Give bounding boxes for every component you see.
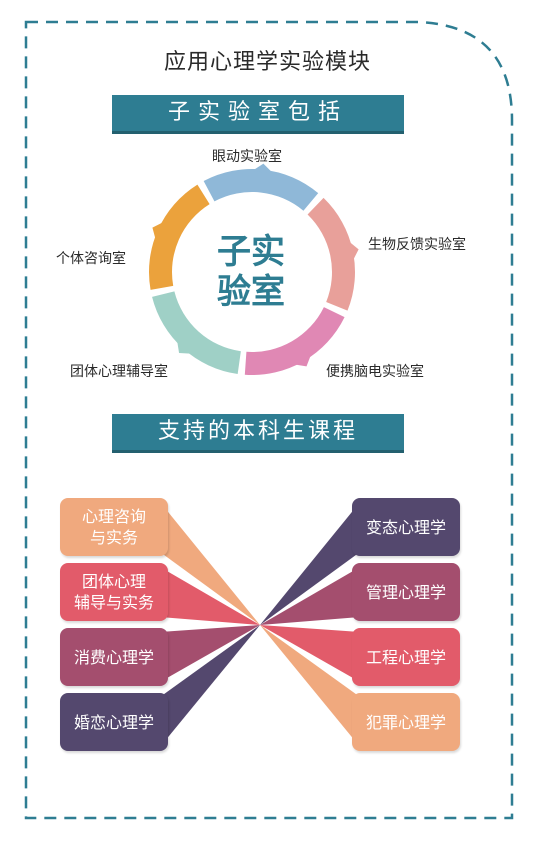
course-left-1-line1: 心理咨询 <box>81 507 146 526</box>
course-left-4-line1: 婚恋心理学 <box>73 712 154 732</box>
course-left-3-line1: 消费心理学 <box>73 647 154 667</box>
course-left-3: 消费心理学 <box>60 628 168 686</box>
ring-segment-group-counseling <box>152 291 241 374</box>
course-right-1-label: 变态心理学 <box>365 517 446 537</box>
course-left-1: 心理咨询与实务 <box>60 498 168 556</box>
lab-label-eye-tracking: 眼动实验室 <box>212 149 282 165</box>
course-right-2: 管理心理学 <box>352 563 460 621</box>
sub-labs-banner: 子实验室包括 <box>112 95 404 131</box>
course-left-2-line2: 辅导与实务 <box>73 593 154 612</box>
ring-pointer-portable-eeg <box>293 353 312 367</box>
ring-pointer-group-counseling <box>176 339 193 354</box>
ribbon-left-1 <box>160 502 260 625</box>
ring-center-line2: 验室 <box>217 272 285 312</box>
ribbon-right-1 <box>260 502 360 625</box>
ring-center-line1: 子实 <box>217 232 285 272</box>
ring-pointer-biofeedback <box>348 240 359 262</box>
ring-center-label: 子实 验室 <box>195 232 307 312</box>
course-right-1: 变态心理学 <box>352 498 460 556</box>
course-left-2-line1: 团体心理 <box>81 572 146 591</box>
course-right-3-label: 工程心理学 <box>365 647 446 667</box>
lab-label-group-counseling: 团体心理辅导室 <box>70 364 168 380</box>
lab-label-individual-counseling: 个体咨询室 <box>56 251 126 267</box>
courses-banner: 支持的本科生课程 <box>112 414 404 450</box>
lab-label-portable-eeg: 便携脑电实验室 <box>326 364 424 380</box>
ribbon-right-3 <box>260 625 360 682</box>
course-right-2-label: 管理心理学 <box>365 582 446 602</box>
page-title: 应用心理学实验模块 <box>163 50 371 75</box>
ribbon-right-2 <box>260 567 360 625</box>
ribbon-left-3 <box>160 625 260 682</box>
ring-segment-eye-tracking <box>203 168 319 211</box>
ribbon-right-4 <box>260 625 360 747</box>
sub-lab-ring <box>149 163 359 375</box>
ribbon-left-4 <box>160 625 260 747</box>
ring-pointer-individual-counseling <box>152 221 165 241</box>
ribbon-left-2 <box>160 567 260 625</box>
course-right-3: 工程心理学 <box>352 628 460 686</box>
course-left-4: 婚恋心理学 <box>60 693 168 751</box>
course-left-1-line2: 与实务 <box>89 528 138 547</box>
ring-segment-individual-counseling <box>149 184 210 290</box>
ring-segment-portable-eeg <box>244 307 345 375</box>
ring-pointer-eye-tracking <box>252 163 273 174</box>
dashed-frame <box>24 20 514 820</box>
ring-segment-biofeedback <box>307 197 355 311</box>
course-ribbons <box>160 502 360 747</box>
course-right-4: 犯罪心理学 <box>352 693 460 751</box>
course-right-4-label: 犯罪心理学 <box>365 712 446 732</box>
lab-label-biofeedback: 生物反馈实验室 <box>368 237 466 253</box>
course-left-2: 团体心理辅导与实务 <box>60 563 168 621</box>
